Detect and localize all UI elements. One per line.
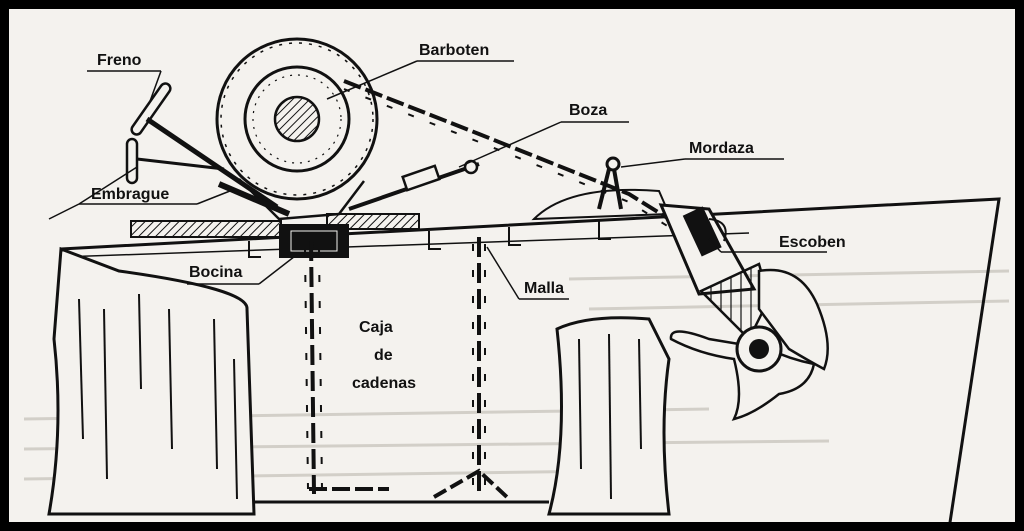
bocina-pipe [279,224,349,258]
windlass-diagram: Freno Barboten Boza Mordaza Embrague Esc… [23,37,1010,522]
chain-locker [47,246,671,516]
boza-stopper [348,159,480,211]
deck-brackets [248,221,611,258]
label-caja-line1: Caja [359,319,393,336]
leader-lines [48,60,827,300]
label-bocina: Bocina [189,264,242,281]
label-boza: Boza [569,102,607,119]
chain-left-hanging [304,240,389,495]
mordaza-compressor [597,156,623,210]
chain-right-malla [432,237,511,501]
label-caja-line2: de [374,347,393,364]
label-escoben: Escoben [779,234,846,251]
label-malla: Malla [524,280,564,297]
barboten-drum [215,37,379,221]
base-plate-left [130,220,282,238]
deck-line [60,197,1001,522]
label-barboten: Barboten [419,42,489,59]
label-embrague: Embrague [91,186,169,203]
anchor [669,262,829,421]
label-freno: Freno [97,52,142,69]
deck-lower-line [60,232,750,258]
label-mordaza: Mordaza [689,140,754,157]
label-caja-line3: cadenas [352,375,416,392]
base-plate-right [326,213,420,230]
